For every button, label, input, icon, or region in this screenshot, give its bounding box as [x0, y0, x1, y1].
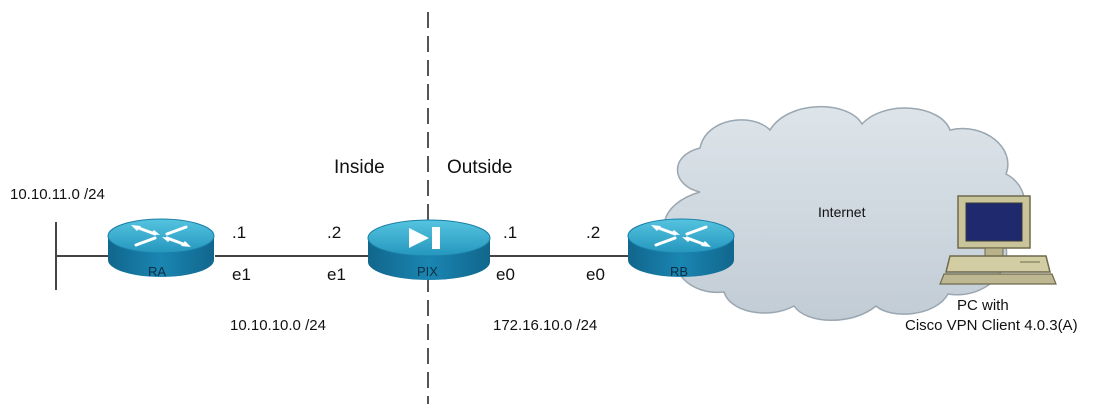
rb-ip-label: .2	[586, 223, 601, 242]
pix-inside-ip-label: .2	[327, 223, 342, 242]
router-icon	[107, 218, 215, 277]
pc-caption-line1: PC with	[957, 297, 1009, 314]
inside-zone-label: Inside	[334, 157, 385, 178]
pix-firewall-icon	[367, 219, 491, 280]
pc-caption-line2: Cisco VPN Client 4.0.3(A)	[905, 317, 1078, 334]
outside-link-network-label: 172.16.10.0 /24	[493, 317, 598, 334]
rb-interface-label: e0	[586, 265, 605, 284]
lan-network-label: 10.10.11.0 /24	[10, 186, 105, 203]
pix-outside-ip-label: .1	[503, 223, 518, 242]
pix-outside-interface-label: e0	[496, 265, 515, 284]
router-icon	[627, 218, 735, 277]
internet-label: Internet	[818, 204, 866, 220]
pix-device-label: PIX	[417, 264, 438, 279]
ra-interface-label: e1	[232, 265, 251, 284]
pc-icon	[939, 195, 1057, 285]
rb-device-label: RB	[670, 264, 689, 279]
inside-link-network-label: 10.10.10.0 /24	[230, 317, 326, 334]
pix-inside-interface-label: e1	[327, 265, 346, 284]
outside-zone-label: Outside	[447, 157, 513, 178]
ra-device-label: RA	[148, 264, 167, 279]
ra-ip-label: .1	[232, 223, 247, 242]
